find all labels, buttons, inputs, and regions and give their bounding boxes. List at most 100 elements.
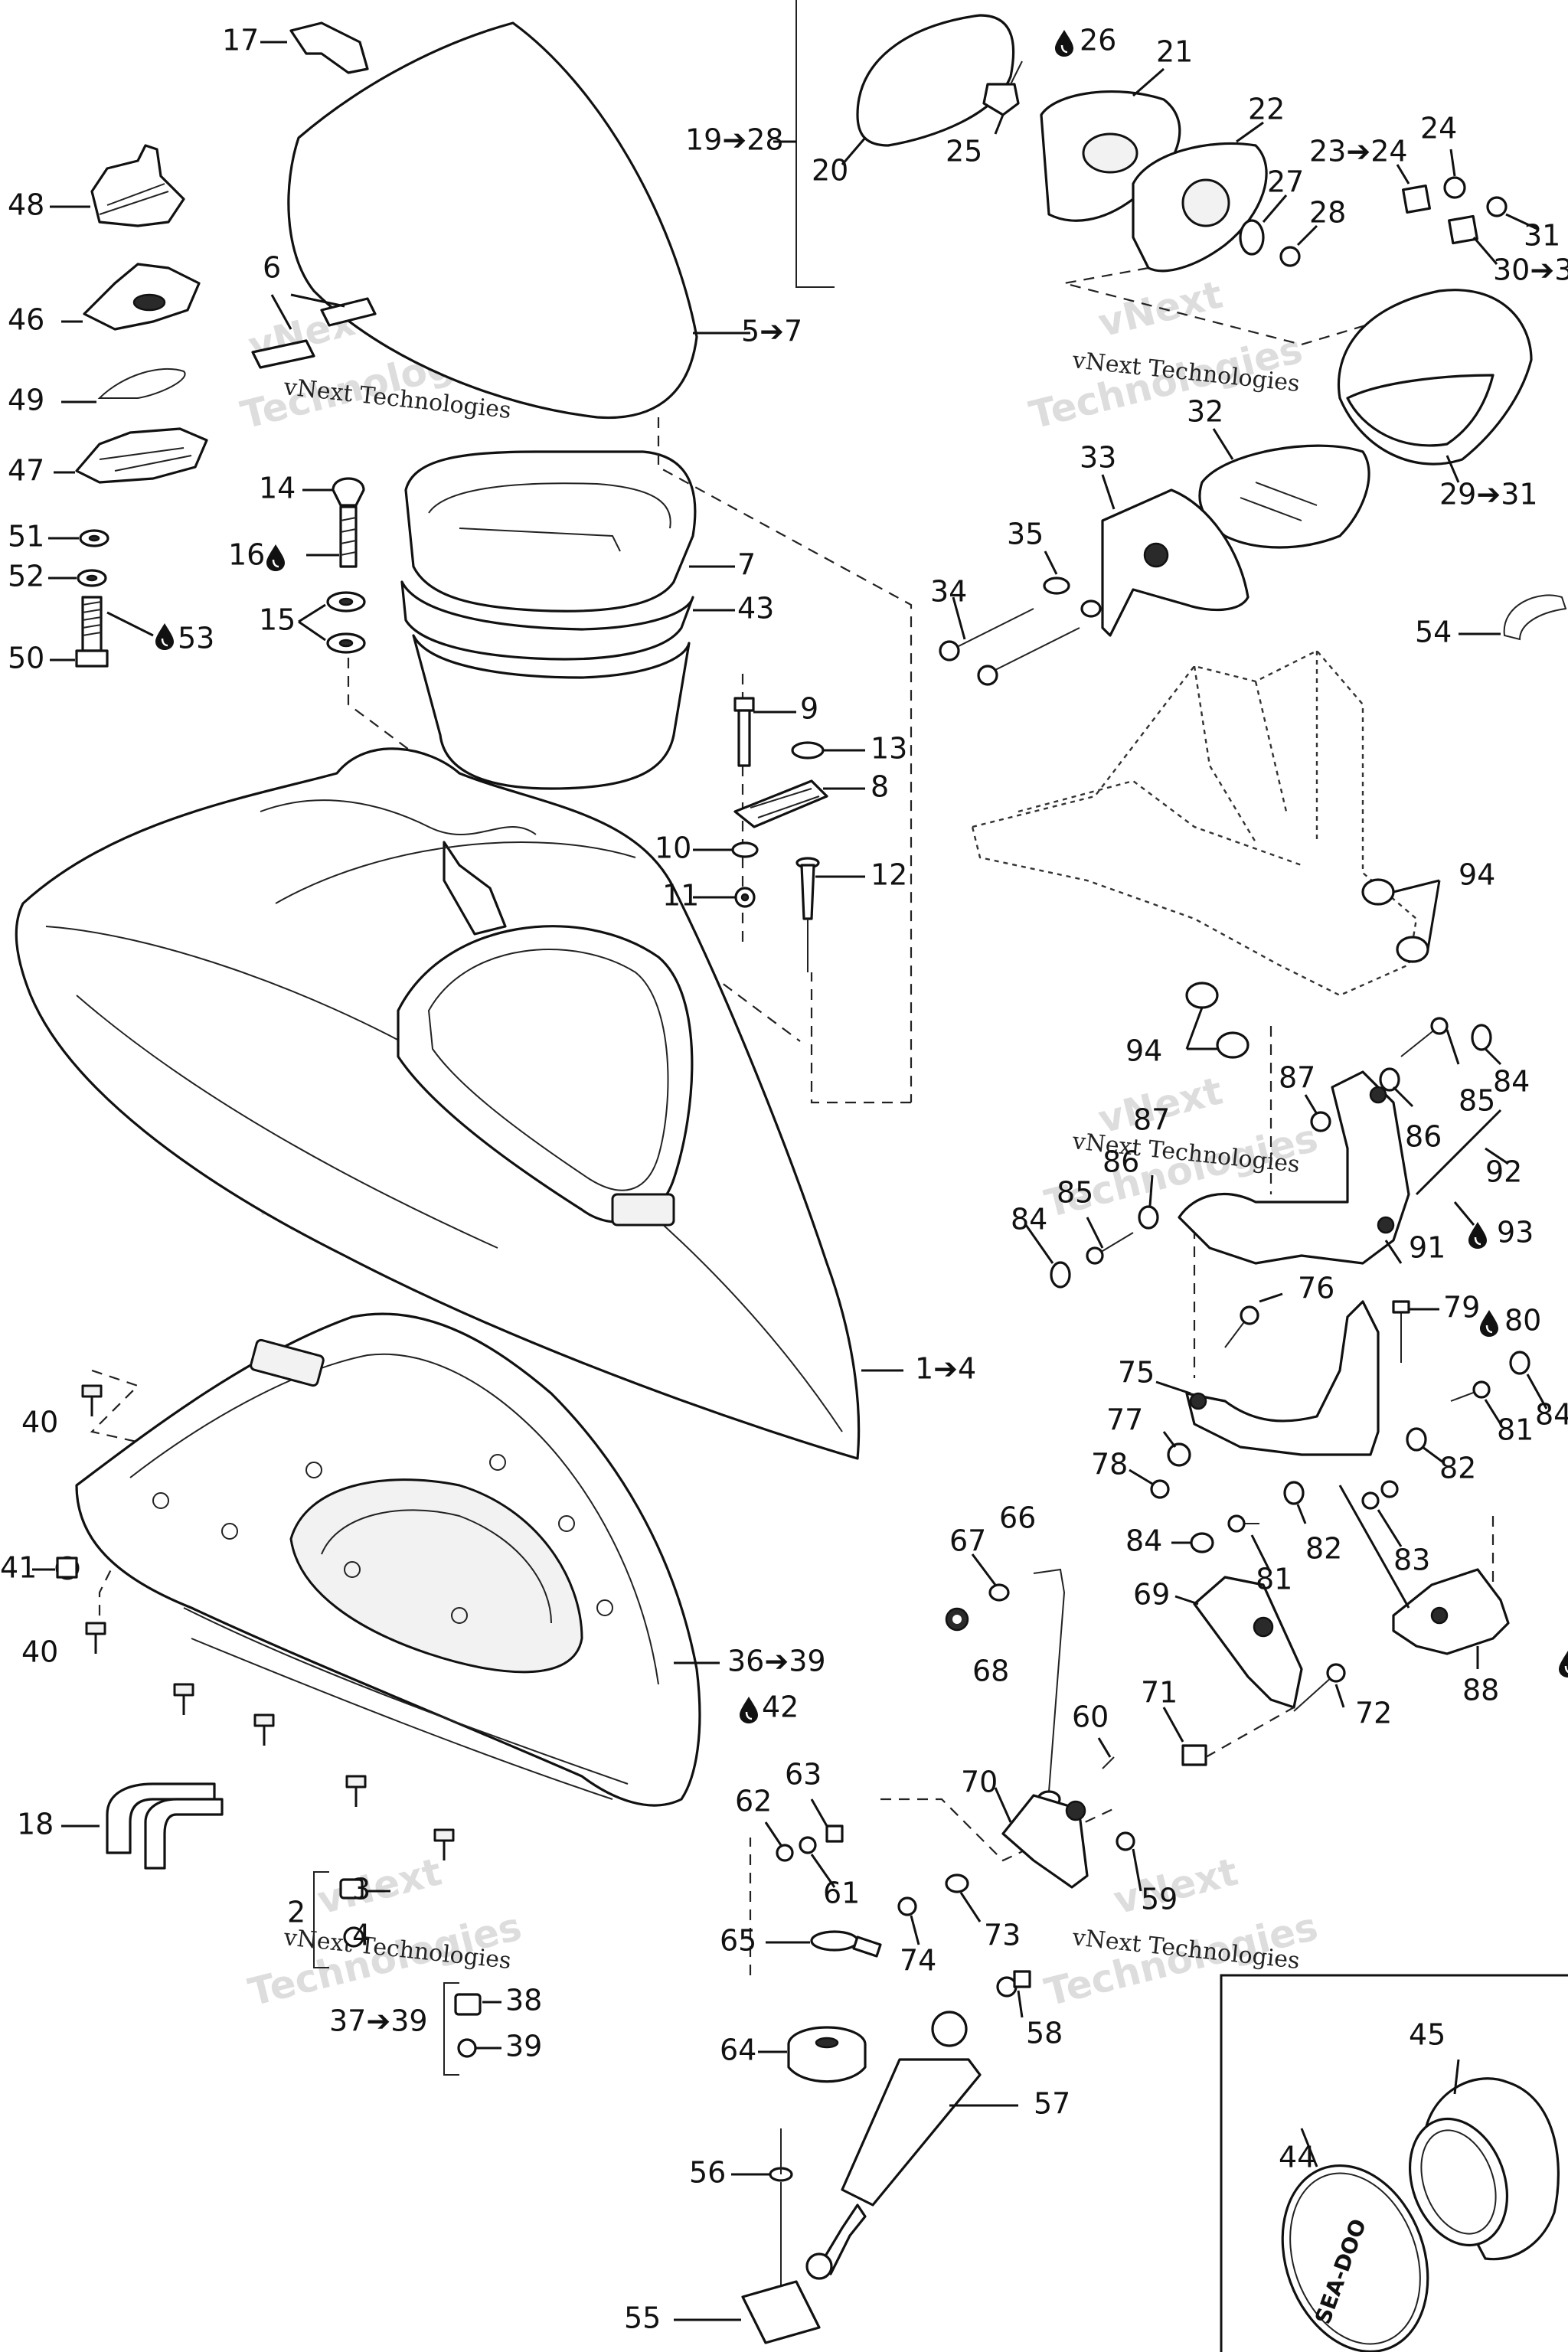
callout-label-49: 49 [8,384,44,417]
drop-icon [265,543,286,573]
part-37-39-bracket [443,1982,501,2076]
callout-label-24: 24 [1420,112,1457,145]
callout-label-92: 92 [1485,1155,1522,1189]
part-14-pin [302,477,365,507]
callout-label-20: 20 [812,154,848,188]
watermark-text: vNext [1094,273,1227,346]
part-94-grommets [1185,878,1441,1059]
part-17-clip [260,21,369,74]
part-83-nuts [1361,1480,1403,1547]
part-57-shock [805,2011,1018,2280]
callout-label-42: 42 [762,1690,799,1724]
callout-label-3: 3 [352,1873,371,1906]
callout-label-68: 68 [972,1655,1009,1688]
callout-label-43: 43 [737,592,774,626]
callout-label-50: 50 [8,642,44,675]
part-8-hinge [733,779,865,828]
part-78-nut [1129,1468,1170,1499]
drop-icon [1557,1649,1568,1679]
part-91-steering-arm [1178,1070,1410,1265]
callout-label-18: 18 [17,1808,54,1841]
part-41-nut [32,1557,78,1579]
part-33-bracket [1101,474,1250,637]
callout-label-64: 64 [720,2034,756,2067]
callout-label-66: 66 [999,1501,1036,1535]
callout-label-5-7: 5➔7 [741,315,802,348]
callout-label-60: 60 [1072,1700,1109,1734]
callout-label-30-31: 30➔3 [1493,253,1568,287]
callout-label-27: 27 [1267,165,1304,199]
part-15-washers [298,591,366,654]
part-85-bolt [1086,1017,1460,1265]
part-20-mirror [841,14,1015,165]
part-30-31-block [1448,214,1498,265]
part-18-hose [61,1782,224,1870]
callout-label-22: 22 [1248,93,1285,126]
part-51-washer [48,529,109,547]
callout-labels: 17484649475152505361416155➔774319➔282025… [0,24,1568,2335]
drop-icon [738,1695,760,1725]
part-44-cap: SEA-DOO [1281,2128,1429,2352]
callout-label-19-28: 19➔28 [685,123,784,157]
part-48-latch [50,144,185,227]
callout-label-87b: 87 [1133,1103,1170,1137]
callout-label-55: 55 [624,2301,661,2335]
part-58-ball-joint [996,1970,1031,2018]
callout-label-34: 34 [930,575,967,609]
callout-label-75: 75 [1118,1356,1155,1390]
part-23-24-bushing [1396,164,1431,214]
callout-label-58: 58 [1026,2017,1063,2050]
callout-label-25: 25 [946,135,982,168]
part-74-nut [897,1896,920,1945]
deck [15,747,903,1460]
callout-label-84: 84 [1493,1065,1530,1099]
callout-label-31: 31 [1524,219,1560,253]
part-77-washer [1162,1431,1191,1467]
part-24-nut [1443,149,1466,199]
callout-label-15: 15 [259,603,296,637]
callout-label-81b: 81 [1256,1563,1292,1596]
part-13-washer [791,741,865,760]
callout-label-84c: 84 [1535,1398,1568,1432]
callout-label-87: 87 [1279,1061,1315,1095]
callout-label-82b: 82 [1305,1532,1342,1566]
callout-label-70: 70 [961,1766,998,1799]
part-22-mirror-housing [1132,121,1268,273]
callout-label-88: 88 [1462,1674,1499,1707]
part-76-bolt [1224,1292,1283,1348]
part-84-cap [1024,1024,1502,1289]
callout-label-63: 63 [785,1758,822,1792]
callout-label-46: 46 [8,303,44,337]
callout-label-83: 83 [1393,1544,1430,1577]
drop-icon [1478,1308,1500,1338]
callout-label-53: 53 [178,622,214,655]
part-71-spacer [1162,1707,1295,1766]
callout-label-40: 40 [21,1406,58,1439]
callout-label-26: 26 [1080,24,1116,57]
part-52-washer [48,569,107,587]
callout-label-1-4: 1➔4 [915,1352,976,1386]
callout-label-23-24: 23➔24 [1309,135,1408,168]
callout-label-2: 2 [287,1896,305,1929]
callout-label-52: 52 [8,560,44,593]
callout-label-51: 51 [8,520,44,554]
callout-label-80: 80 [1504,1304,1541,1338]
part-47-base [54,427,208,484]
part-87-nut [1304,1094,1331,1132]
part-45-ring [1408,2059,1560,2261]
callout-label-76: 76 [1298,1272,1334,1305]
callout-label-65: 65 [720,1924,756,1958]
callout-label-40b: 40 [21,1635,58,1669]
callout-label-57: 57 [1034,2087,1070,2121]
callout-label-94b: 94 [1125,1034,1162,1068]
callout-label-71: 71 [1141,1676,1178,1710]
callout-label-33: 33 [1080,441,1116,475]
callout-label-56: 56 [689,2156,726,2190]
part-70-bracket [994,1787,1089,1889]
callout-label-6: 6 [263,251,281,285]
part-49-cord [61,368,186,403]
callout-label-44: 44 [1279,2141,1315,2174]
part-86-washer [1138,1067,1414,1230]
callout-label-59: 59 [1141,1883,1178,1916]
callout-label-11: 11 [662,879,699,913]
